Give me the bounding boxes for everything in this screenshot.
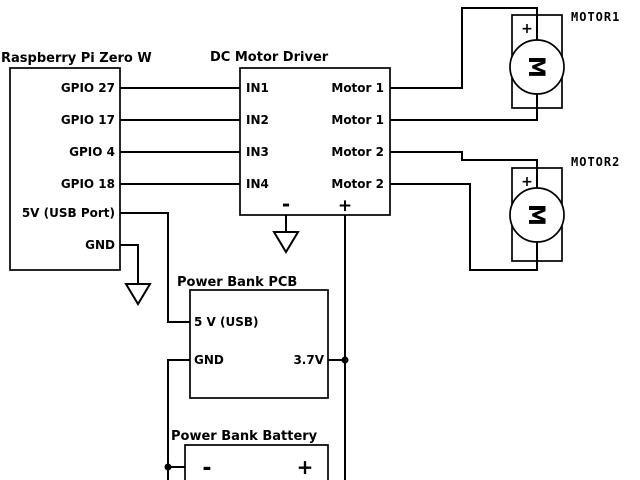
junction-dot	[164, 463, 172, 471]
raspberry-pi-box	[9, 67, 121, 271]
pin-motor1-a: Motor 1	[331, 81, 384, 95]
pin-motor2-b: Motor 2	[331, 177, 384, 191]
pin-in1: IN1	[246, 81, 269, 95]
pin-5v-usb-in: 5 V (USB)	[194, 315, 259, 329]
pin-motor1-b: Motor 1	[331, 113, 384, 127]
pin-5v-usb: 5V (USB Port)	[22, 206, 115, 220]
pin-motor2-a: Motor 2	[331, 145, 384, 159]
power-bank-pcb-box	[189, 289, 329, 399]
motor2-m-glyph: M	[523, 204, 548, 226]
motor2-label: MOTOR2	[571, 155, 620, 169]
pin-in2: IN2	[246, 113, 269, 127]
motor-driver-block: DC Motor Driver IN1 IN2 IN3 IN4 Motor 1 …	[210, 50, 391, 216]
pin-gpio17: GPIO 17	[61, 113, 115, 127]
motor1-block: + M MOTOR1	[509, 10, 620, 109]
motor2-block: + M MOTOR2	[509, 155, 620, 262]
battery-title: Power Bank Battery	[171, 429, 318, 444]
wire-motor2-terminal-a	[390, 151, 538, 168]
pin-gnd: GND	[85, 238, 115, 252]
pin-37v: 3.7V	[293, 353, 324, 367]
wire-motor1-terminal-a	[390, 7, 538, 89]
wire-motor1-terminal-b	[390, 108, 538, 121]
power-bank-pcb-title: Power Bank PCB	[177, 275, 297, 290]
driver-minus-pin: -	[282, 192, 290, 216]
motor2-polarity: +	[521, 174, 533, 190]
pin-in3: IN3	[246, 145, 269, 159]
raspberry-pi-title: Raspberry Pi Zero W	[1, 51, 152, 66]
motor-driver-box	[239, 67, 391, 216]
pin-gpio4: GPIO 4	[69, 145, 115, 159]
ground-icon	[124, 283, 152, 306]
pin-pcb-gnd: GND	[194, 353, 224, 367]
raspberry-pi-block: Raspberry Pi Zero W GPIO 27 GPIO 17 GPIO…	[1, 51, 152, 271]
wire-pcb-gnd-rail	[167, 359, 190, 480]
motor1-m-glyph: M	[523, 56, 548, 78]
motor1-symbol-circle	[509, 39, 565, 95]
ground-icon	[272, 231, 300, 254]
motor1-label: MOTOR1	[571, 10, 620, 24]
power-bank-pcb-block: Power Bank PCB 5 V (USB) GND 3.7V	[177, 275, 329, 399]
junction-dot	[341, 356, 349, 364]
pin-gpio18: GPIO 18	[61, 177, 115, 191]
driver-plus-pin: +	[338, 196, 352, 216]
battery-plus-terminal: +	[297, 455, 314, 479]
wire-pi-gnd	[120, 244, 139, 284]
battery-box	[184, 444, 329, 480]
wire-motor2-terminal-b	[390, 183, 538, 271]
motor1-polarity: +	[521, 21, 533, 37]
battery-block: Power Bank Battery - +	[171, 429, 329, 480]
motor2-symbol-circle	[509, 187, 565, 243]
wires	[120, 7, 538, 480]
pin-gpio27: GPIO 27	[61, 81, 115, 95]
wire-5v-to-powerbank	[120, 212, 190, 323]
battery-minus-terminal: -	[202, 456, 211, 480]
pin-in4: IN4	[246, 177, 269, 191]
motor-driver-title: DC Motor Driver	[210, 50, 329, 65]
